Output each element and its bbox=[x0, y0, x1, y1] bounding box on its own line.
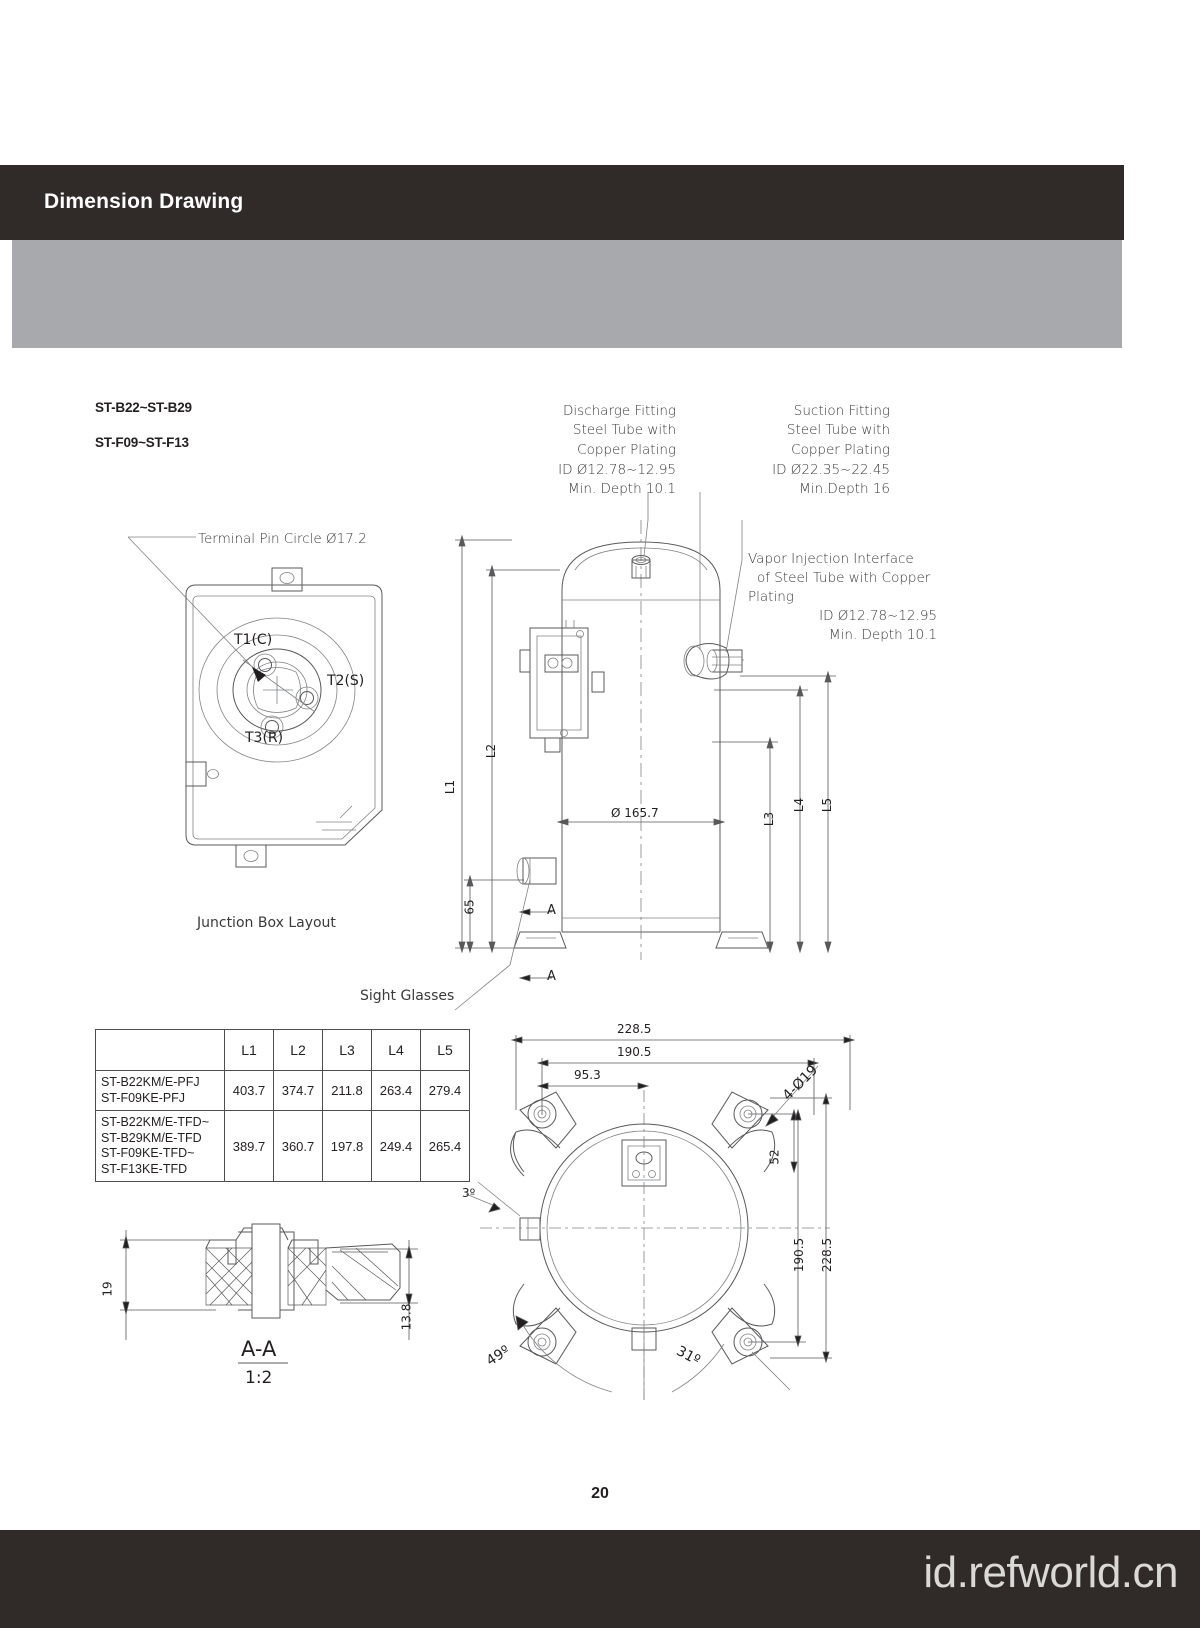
table-cell-value: 211.8 bbox=[322, 1070, 372, 1111]
footer-band bbox=[0, 1530, 1200, 1628]
dimension-width-half: 95.3 bbox=[574, 1068, 601, 1082]
section-scale-label: 1:2 bbox=[245, 1368, 273, 1388]
dimension-height-total: 228.5 bbox=[820, 1237, 835, 1273]
section-mark-a-bottom: A bbox=[547, 969, 556, 984]
table-cell-value: 360.7 bbox=[273, 1110, 323, 1182]
terminal-label-t1: T1(C) bbox=[234, 632, 273, 648]
page-title: Dimension Drawing bbox=[44, 190, 244, 213]
terminal-label-t3: T3(R) bbox=[245, 730, 284, 746]
dimension-body-diameter: Ø 165.7 bbox=[611, 806, 659, 820]
table-header-l1: L1 bbox=[224, 1029, 274, 1071]
vapor-injection-line-5: Min. Depth 10.1 bbox=[828, 627, 937, 643]
section-label-aa: A-A bbox=[241, 1337, 277, 1361]
suction-fitting-line-5: Min.Depth 16 bbox=[799, 481, 890, 497]
model-range-line-2: ST-F09~ST-F13 bbox=[95, 435, 189, 450]
dimension-hole-spacing: 52 bbox=[767, 1149, 782, 1165]
discharge-fitting-line-2: Steel Tube with bbox=[572, 422, 676, 438]
vapor-injection-line-3: Plating bbox=[748, 589, 794, 605]
model-range-line-1: ST-B22~ST-B29 bbox=[95, 400, 192, 415]
sight-glasses-label: Sight Glasses bbox=[360, 988, 455, 1004]
table-header-l3: L3 bbox=[322, 1029, 372, 1071]
dimension-width-total: 228.5 bbox=[617, 1022, 652, 1036]
suction-fitting-line-2: Steel Tube with bbox=[786, 422, 890, 438]
suction-fitting-line-4: ID Ø22.35~22.45 bbox=[772, 462, 890, 478]
footer-url: id.refworld.cn bbox=[923, 1548, 1178, 1597]
table-cell-value: 249.4 bbox=[371, 1110, 421, 1182]
table-header-l5: L5 bbox=[420, 1029, 470, 1071]
vapor-injection-line-1: Vapor Injection Interface bbox=[748, 551, 914, 567]
discharge-fitting-line-5: Min. Depth 10.1 bbox=[567, 481, 676, 497]
junction-box-layout-label: Junction Box Layout bbox=[197, 915, 336, 931]
section-mark-a-top: A bbox=[547, 903, 556, 918]
page-number: 20 bbox=[591, 1485, 609, 1502]
table-header-l4: L4 bbox=[371, 1029, 421, 1071]
table-cell-value: 265.4 bbox=[420, 1110, 470, 1182]
table-header-l2: L2 bbox=[273, 1029, 323, 1071]
discharge-fitting-line-4: ID Ø12.78~12.95 bbox=[558, 462, 676, 478]
suction-fitting-line-1: Suction Fitting bbox=[793, 403, 890, 419]
terminal-label-t2: T2(S) bbox=[327, 673, 365, 689]
header-band bbox=[0, 165, 1124, 240]
dimension-width-mid: 190.5 bbox=[617, 1045, 652, 1059]
vapor-injection-line-4: ID Ø12.78~12.95 bbox=[819, 608, 937, 624]
discharge-fitting-line-1: Discharge Fitting bbox=[563, 403, 676, 419]
vapor-injection-line-2: of Steel Tube with Copper bbox=[757, 570, 931, 586]
discharge-fitting-line-3: Copper Plating bbox=[577, 442, 676, 458]
table-cell-value: 279.4 bbox=[420, 1070, 470, 1111]
table-cell-value: 197.8 bbox=[322, 1110, 372, 1182]
suction-fitting-line-3: Copper Plating bbox=[791, 442, 890, 458]
terminal-pin-circle-label: Terminal Pin Circle Ø17.2 bbox=[198, 531, 367, 547]
dimension-angle-small: 3º bbox=[462, 1186, 476, 1200]
dimension-height-mid: 190.5 bbox=[792, 1237, 807, 1273]
subheader-band bbox=[12, 240, 1122, 348]
table-cell-value: 263.4 bbox=[371, 1070, 421, 1111]
